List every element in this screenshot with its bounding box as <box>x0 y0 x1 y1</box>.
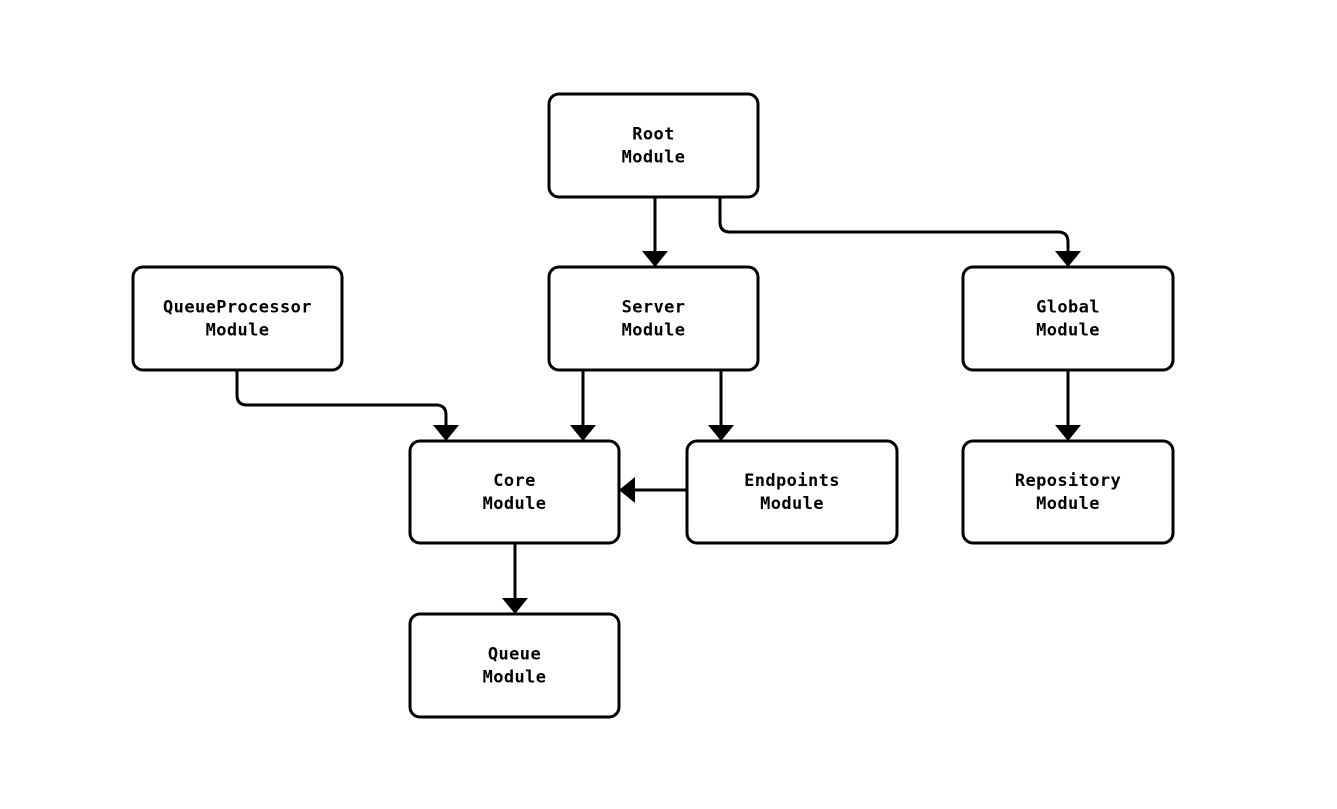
node-label-primary: Global <box>1036 298 1100 318</box>
arrowhead-icon <box>642 251 668 267</box>
node-box[interactable] <box>961 265 1175 372</box>
arrowhead-icon <box>1055 251 1081 267</box>
node-label-primary: Core <box>493 471 536 491</box>
node-box[interactable] <box>547 92 760 199</box>
node-label-secondary: Module <box>622 321 686 341</box>
arrowhead-icon <box>502 598 528 614</box>
node-label-primary: Queue <box>488 645 541 665</box>
node-box[interactable] <box>547 265 760 372</box>
node-label-secondary: Module <box>760 494 824 514</box>
node-label-secondary: Module <box>1036 494 1100 514</box>
node-label-primary: Endpoints <box>744 471 840 491</box>
node-box[interactable] <box>685 439 899 545</box>
node-label-primary: Root <box>632 125 675 145</box>
node-box[interactable] <box>961 439 1175 545</box>
edge-line <box>235 370 448 428</box>
node-label-secondary: Module <box>483 668 547 688</box>
arrowhead-icon <box>570 425 596 441</box>
edge-root-to-server <box>642 197 668 267</box>
node-box[interactable] <box>408 439 621 545</box>
edge-core-to-queue <box>502 543 528 614</box>
edge-global-to-repository <box>1055 370 1081 441</box>
node-label-secondary: Module <box>1036 321 1100 341</box>
node-label-primary: QueueProcessor <box>163 298 312 318</box>
node-box[interactable] <box>408 612 621 719</box>
node-label-secondary: Module <box>622 148 686 168</box>
node-label-secondary: Module <box>483 494 547 514</box>
edges-layer <box>235 197 1081 614</box>
node-label-primary: Repository <box>1015 471 1121 491</box>
edge-line <box>718 197 1070 254</box>
arrowhead-icon <box>433 425 459 441</box>
arrowhead-icon <box>708 425 734 441</box>
node-label-secondary: Module <box>206 321 270 341</box>
edge-root-to-global <box>718 197 1081 267</box>
edge-server-to-endpoints <box>708 370 734 441</box>
node-label-primary: Server <box>622 298 686 318</box>
arrowhead-icon <box>1055 425 1081 441</box>
edge-queueprocessor-to-core <box>235 370 459 441</box>
edge-server-to-core <box>570 370 596 441</box>
edge-endpoints-to-core <box>619 477 687 503</box>
node-box[interactable] <box>131 265 344 372</box>
arrowhead-icon <box>619 477 635 503</box>
nodes-layer: RootModuleQueueProcessorModuleServerModu… <box>131 92 1175 719</box>
